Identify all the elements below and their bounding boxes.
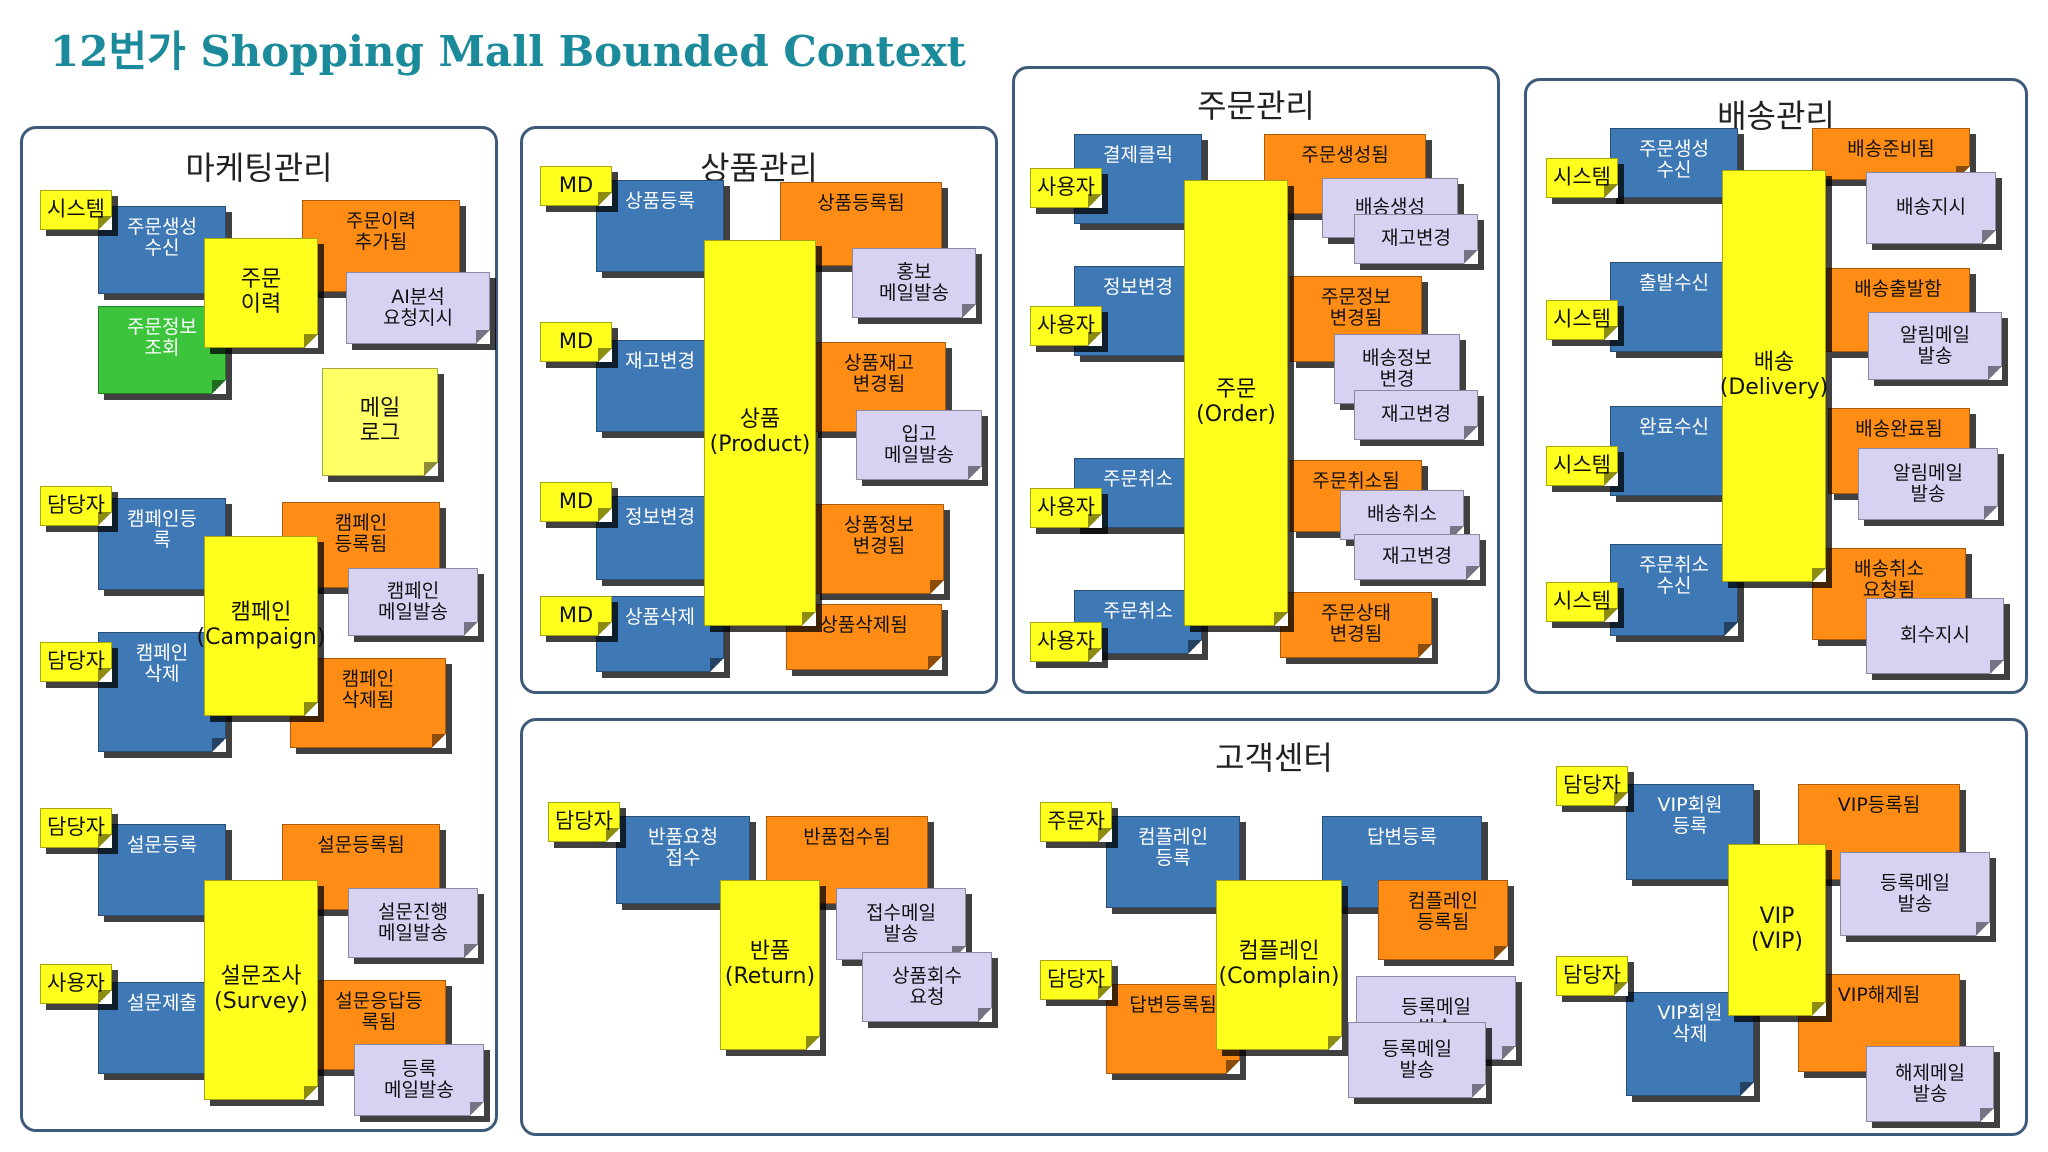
policy-note: 재고변경 [1354, 534, 1480, 580]
actor-note: 사용자 [1030, 488, 1102, 528]
context-title: 주문관리 [1197, 87, 1315, 125]
mail-log-note: 메일 로그 [322, 368, 438, 476]
policy-note: 등록메일 발송 [1840, 852, 1990, 936]
command-note: 완료수신 [1610, 406, 1738, 496]
policy-note: 입고 메일발송 [856, 410, 982, 480]
aggregate-note: 배송 (Delivery) [1720, 170, 1828, 582]
command-note: VIP회원 등록 [1626, 784, 1754, 880]
event-note: 배송준비됨 [1812, 128, 1970, 180]
actor-note: MD [540, 166, 612, 206]
actor-note: MD [540, 482, 612, 522]
actor-note: 담당자 [1556, 956, 1628, 996]
aggregate-note: 컴플레인 (Complain) [1216, 880, 1342, 1050]
aggregate-note: 반품 (Return) [720, 880, 820, 1050]
aggregate-note: 주문 이력 [204, 238, 318, 348]
policy-note: 캠페인 메일발송 [348, 568, 478, 636]
command-note: 설문등록 [98, 824, 226, 916]
policy-note: 홍보 메일발송 [852, 248, 976, 318]
command-note: 출발수신 [1610, 262, 1738, 352]
actor-note: 담당자 [40, 808, 112, 848]
policy-note: 상품회수 요청 [862, 952, 992, 1022]
actor-note: 시스템 [1546, 446, 1618, 486]
policy-note: 알림메일 발송 [1868, 312, 2002, 380]
aggregate-note: VIP (VIP) [1728, 844, 1826, 1016]
aggregate-note: 캠페인 (Campaign) [197, 536, 325, 716]
actor-note: 담당자 [1040, 960, 1112, 1000]
policy-note: 등록 메일발송 [354, 1044, 484, 1116]
actor-note: 사용자 [1030, 306, 1102, 346]
actor-note: 시스템 [1546, 582, 1618, 622]
policy-note: AI분석 요청지시 [346, 272, 490, 344]
policy-note: 배송취소 [1340, 490, 1464, 540]
policy-note: 회수지시 [1866, 598, 2004, 674]
event-note: 주문상태 변경됨 [1280, 592, 1432, 658]
actor-note: MD [540, 596, 612, 636]
event-note: 컴플레인 등록됨 [1378, 880, 1508, 960]
command-note: 정보변경 [596, 496, 724, 580]
actor-note: MD [540, 322, 612, 362]
actor-note: 사용자 [1030, 622, 1102, 662]
actor-note: 시스템 [1546, 300, 1618, 340]
policy-note: 등록메일 발송 [1348, 1022, 1486, 1098]
actor-note: 사용자 [1030, 168, 1102, 208]
policy-note: 설문진행 메일발송 [348, 888, 478, 958]
policy-note: 재고변경 [1354, 214, 1478, 264]
actor-note: 담당자 [40, 486, 112, 526]
policy-note: 재고변경 [1354, 390, 1478, 440]
diagram-title: 12번가 Shopping Mall Bounded Context [50, 27, 966, 76]
aggregate-note: 상품 (Product) [704, 240, 816, 626]
command-note: 주문생성 수신 [1610, 128, 1738, 198]
actor-note: 사용자 [40, 964, 112, 1004]
command-note: 컴플레인 등록 [1106, 816, 1240, 908]
policy-note: 등록메일 발송 [1356, 976, 1516, 1060]
event-note: 상품정보 변경됨 [814, 504, 944, 594]
command-note: 상품등록 [596, 180, 724, 272]
actor-note: 담당자 [548, 802, 620, 842]
aggregate-note: 주문 (Order) [1184, 180, 1288, 626]
actor-note: 담당자 [1556, 766, 1628, 806]
actor-note: 담당자 [40, 642, 112, 682]
policy-note: 해제메일 발송 [1866, 1046, 1994, 1122]
context-title: 고객센터 [1215, 739, 1333, 777]
context-title: 마케팅관리 [185, 149, 333, 187]
policy-note: 알림메일 발송 [1858, 448, 1998, 520]
actor-note: 주문자 [1040, 802, 1112, 842]
aggregate-note: 설문조사 (Survey) [204, 880, 318, 1100]
policy-note: 접수메일 발송 [836, 888, 966, 960]
policy-note: 배송지시 [1866, 172, 1996, 244]
actor-note: 시스템 [40, 190, 112, 230]
actor-note: 시스템 [1546, 158, 1618, 198]
command-note: 주문취소 수신 [1610, 544, 1738, 636]
